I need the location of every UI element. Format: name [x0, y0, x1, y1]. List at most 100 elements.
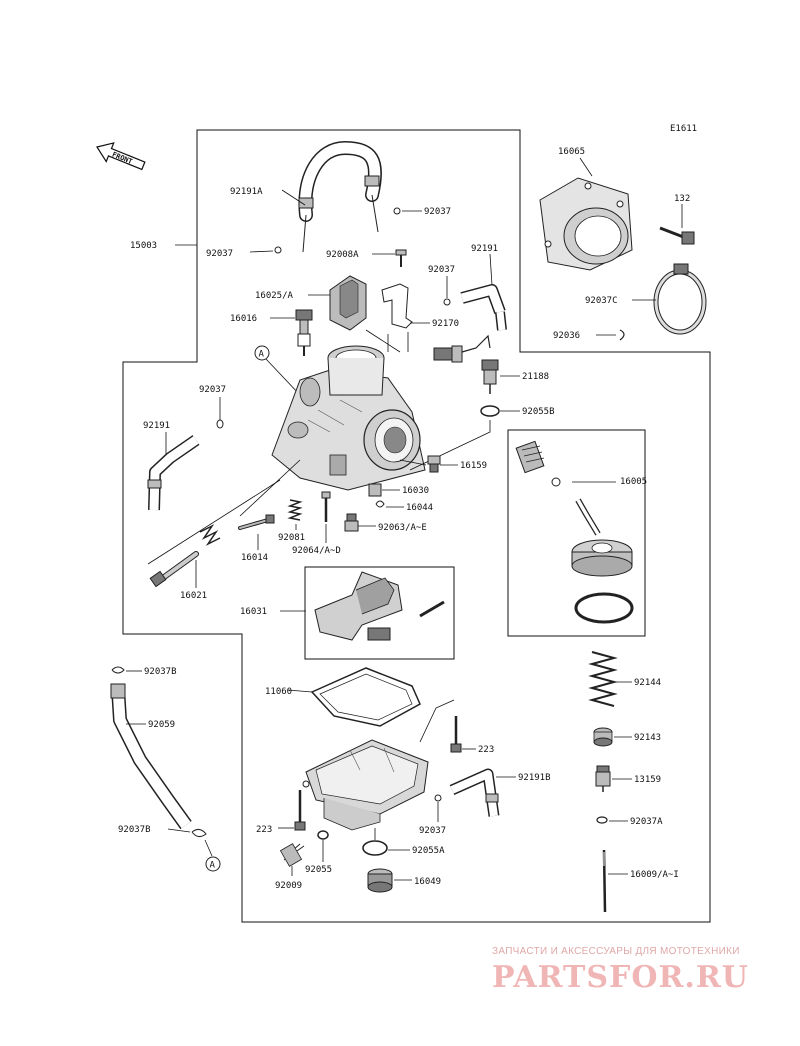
screw-223-top [450, 716, 462, 753]
clip-92037-b [274, 246, 282, 254]
float-16031 [314, 571, 445, 641]
label-16065: 16065 [558, 147, 585, 157]
label-92037-c: 92037 [428, 265, 455, 275]
label-92037b-top: 92037B [144, 667, 177, 677]
label-92191-left: 92191 [143, 421, 170, 431]
throttle-valve-16025a [329, 275, 367, 331]
clip-92037-e [434, 794, 442, 802]
connector-sensor [433, 334, 491, 363]
clip-92037b-bot [191, 828, 207, 838]
intake-manifold-16065 [539, 177, 633, 271]
carb-heater-21188 [481, 359, 499, 394]
holder-13159 [595, 765, 611, 792]
callout-a-top [254, 345, 270, 361]
label-223-top: 223 [478, 745, 494, 755]
label-92059: 92059 [148, 720, 175, 730]
needle-jet-16030 [368, 483, 382, 497]
label-16009: 16009/A~I [630, 870, 679, 880]
label-92055: 92055 [305, 865, 332, 875]
label-16021: 16021 [180, 591, 207, 601]
watermark-caption: ЗАПЧАСТИ И АКСЕССУАРЫ ДЛЯ МОТОТЕХНИКИ [492, 946, 740, 957]
label-92037-e: 92037 [419, 826, 446, 836]
clip-92037a [596, 816, 608, 824]
label-16031: 16031 [240, 607, 267, 617]
o-ring-92055b [480, 405, 500, 417]
label-21188: 21188 [522, 372, 549, 382]
vent-hose-92191a [298, 140, 382, 253]
clip-92037b-top [111, 666, 125, 674]
hose-92191-left [147, 435, 200, 511]
pilot-screw-16016 [295, 309, 313, 356]
clip-92037-a [393, 207, 401, 215]
hose-clamp-92037c [653, 263, 707, 335]
adjuster-screw-16021 [149, 551, 199, 588]
callout-a-top-label: A [259, 350, 265, 360]
screw-92008a [395, 249, 407, 267]
throttle-bracket-92170 [381, 283, 413, 329]
assembly-frame [122, 129, 711, 923]
label-16030: 16030 [402, 486, 429, 496]
clip-92037-c [443, 298, 451, 306]
label-92055a: 92055A [412, 846, 445, 856]
label-92191-top: 92191 [471, 244, 498, 254]
hose-92191-top [460, 284, 507, 331]
label-92009: 92009 [275, 881, 302, 891]
label-92191b: 92191B [518, 773, 551, 783]
label-92063: 92063/A~E [378, 523, 427, 533]
air-screw-16014 [238, 514, 275, 530]
float-chamber-cap-box [507, 429, 646, 637]
float-box [304, 566, 455, 660]
screw-223-bottom [294, 790, 306, 831]
label-16044: 16044 [406, 503, 433, 513]
label-16016: 16016 [230, 314, 257, 324]
bolt-132 [659, 226, 695, 245]
pilot-jet-92064 [321, 491, 331, 522]
label-223-bottom: 223 [256, 825, 272, 835]
label-92064: 92064/A~D [292, 546, 341, 556]
label-92081: 92081 [278, 533, 305, 543]
label-92191a: 92191A [230, 187, 263, 197]
carburetor-body [271, 345, 426, 491]
label-92037b-bot: 92037B [118, 825, 151, 835]
label-92037-a: 92037 [424, 207, 451, 217]
spring-16014 [199, 524, 221, 546]
cap-parts-16005 [515, 440, 634, 624]
float-chamber-body [302, 739, 429, 831]
main-jet-92063 [344, 513, 359, 532]
label-92037c: 92037C [585, 296, 618, 306]
drain-hose-92059 [110, 683, 192, 830]
label-92037a: 92037A [630, 817, 663, 827]
label-15003: 15003 [130, 241, 157, 251]
front-arrow-icon: FRONT [96, 142, 146, 171]
o-ring-92055 [317, 830, 329, 840]
label-16005: 16005 [620, 477, 647, 487]
jet-holder-16044 [375, 500, 385, 508]
spring-92081 [287, 499, 303, 521]
o-ring-92055a [362, 840, 388, 856]
jet-needle-16009 [602, 849, 607, 913]
label-92008a: 92008A [326, 250, 359, 260]
label-132: 132 [674, 194, 690, 204]
label-16049: 16049 [414, 877, 441, 887]
label-11060: 11060 [265, 687, 292, 697]
label-16159: 16159 [460, 461, 487, 471]
label-16025a: 16025/A [255, 291, 294, 301]
clip-92037-d [216, 419, 224, 429]
label-92037-b: 92037 [206, 249, 233, 259]
label-92143: 92143 [634, 733, 661, 743]
watermark-logo: PARTSFOR.RU [492, 960, 749, 995]
label-92037-d: 92037 [199, 385, 226, 395]
hose-92191b [449, 768, 500, 817]
label-92036: 92036 [553, 331, 580, 341]
plug-16049 [367, 868, 393, 893]
label-16014: 16014 [241, 553, 268, 563]
retainer-92143 [593, 727, 613, 747]
callout-a-bottom [205, 856, 221, 872]
spring-92144 [588, 651, 618, 707]
diagram-code: E1611 [670, 124, 697, 134]
label-92055b: 92055B [522, 407, 555, 417]
jet-16159 [427, 455, 441, 473]
label-92144: 92144 [634, 678, 661, 688]
label-92170: 92170 [432, 319, 459, 329]
